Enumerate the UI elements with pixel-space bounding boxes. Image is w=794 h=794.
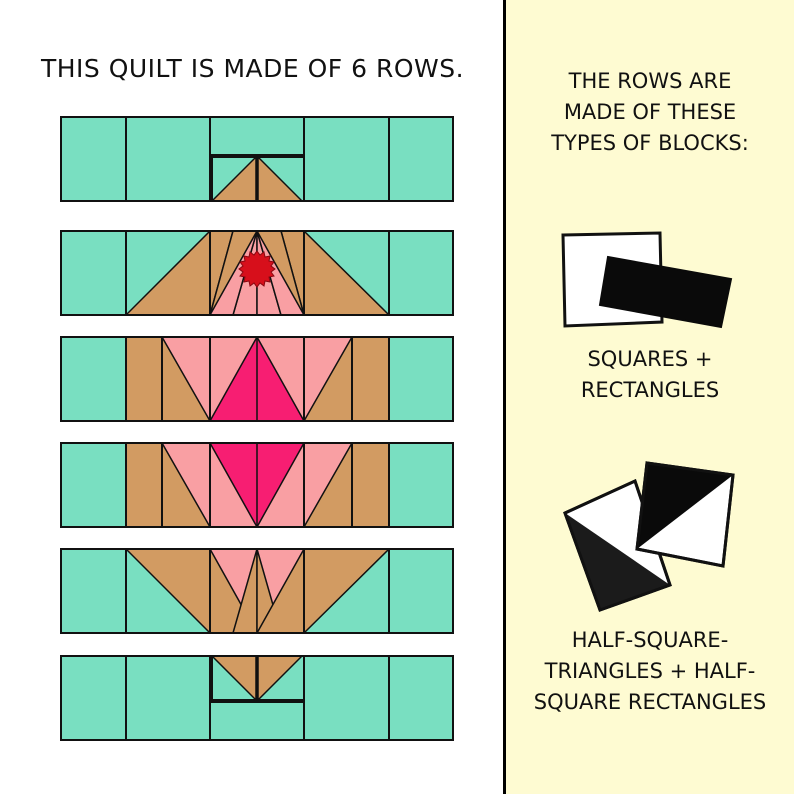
tan-rectangle: [125, 336, 163, 422]
quilt-row-1: [60, 116, 454, 202]
quilt-row-5: [60, 548, 454, 634]
teal-rectangle: [209, 701, 305, 741]
squares-label-line-2: RECTANGLES: [580, 378, 720, 402]
squares-rectangles-label: SQUARES + RECTANGLES: [506, 344, 794, 406]
teal-rectangle: [209, 116, 305, 156]
tan-rectangle: [125, 442, 163, 528]
teal-square: [388, 336, 454, 422]
teal-square: [60, 336, 127, 422]
half-square-triangles-icon: [563, 461, 735, 612]
quilt-diagram: [60, 116, 454, 741]
teal-square: [388, 655, 454, 741]
teal-square: [60, 442, 127, 528]
squares-label-line-1: SQUARES +: [587, 347, 713, 371]
tan-rectangle: [351, 442, 390, 528]
squares-rectangles-icon: [561, 231, 733, 329]
quilt-row-6: [60, 655, 454, 741]
hst-label-line-2: TRIANGLES + HALF-: [544, 659, 756, 683]
side-heading: THE ROWS ARE MADE OF THESE TYPES OF BLOC…: [506, 66, 794, 159]
hst-label-line-3: SQUARE RECTANGLES: [533, 690, 767, 714]
teal-square: [60, 548, 127, 634]
teal-square: [388, 442, 454, 528]
side-heading-line-2: MADE OF THESE: [563, 100, 737, 124]
right-panel: [506, 0, 794, 794]
teal-square: [125, 655, 211, 741]
quilt-row-2: [60, 230, 454, 316]
teal-square: [303, 116, 390, 202]
teal-square: [125, 116, 211, 202]
teal-square: [60, 116, 127, 202]
quilt-row-3: [60, 336, 454, 422]
red-center-flower: [238, 250, 276, 288]
panel-divider: [503, 0, 506, 794]
quilt-row-4: [60, 442, 454, 528]
teal-square: [60, 230, 127, 316]
teal-square: [388, 116, 454, 202]
teal-square: [388, 548, 454, 634]
hst-label-line-1: HALF-SQUARE-: [571, 628, 729, 652]
tan-rectangle: [351, 336, 390, 422]
side-heading-line-3: TYPES OF BLOCKS:: [551, 131, 749, 155]
teal-square: [303, 655, 390, 741]
half-square-label: HALF-SQUARE- TRIANGLES + HALF- SQUARE RE…: [506, 625, 794, 718]
quilt-title: THIS QUILT IS MADE OF 6 ROWS.: [40, 54, 465, 83]
teal-square: [388, 230, 454, 316]
side-heading-line-1: THE ROWS ARE: [568, 69, 732, 93]
teal-square: [60, 655, 127, 741]
